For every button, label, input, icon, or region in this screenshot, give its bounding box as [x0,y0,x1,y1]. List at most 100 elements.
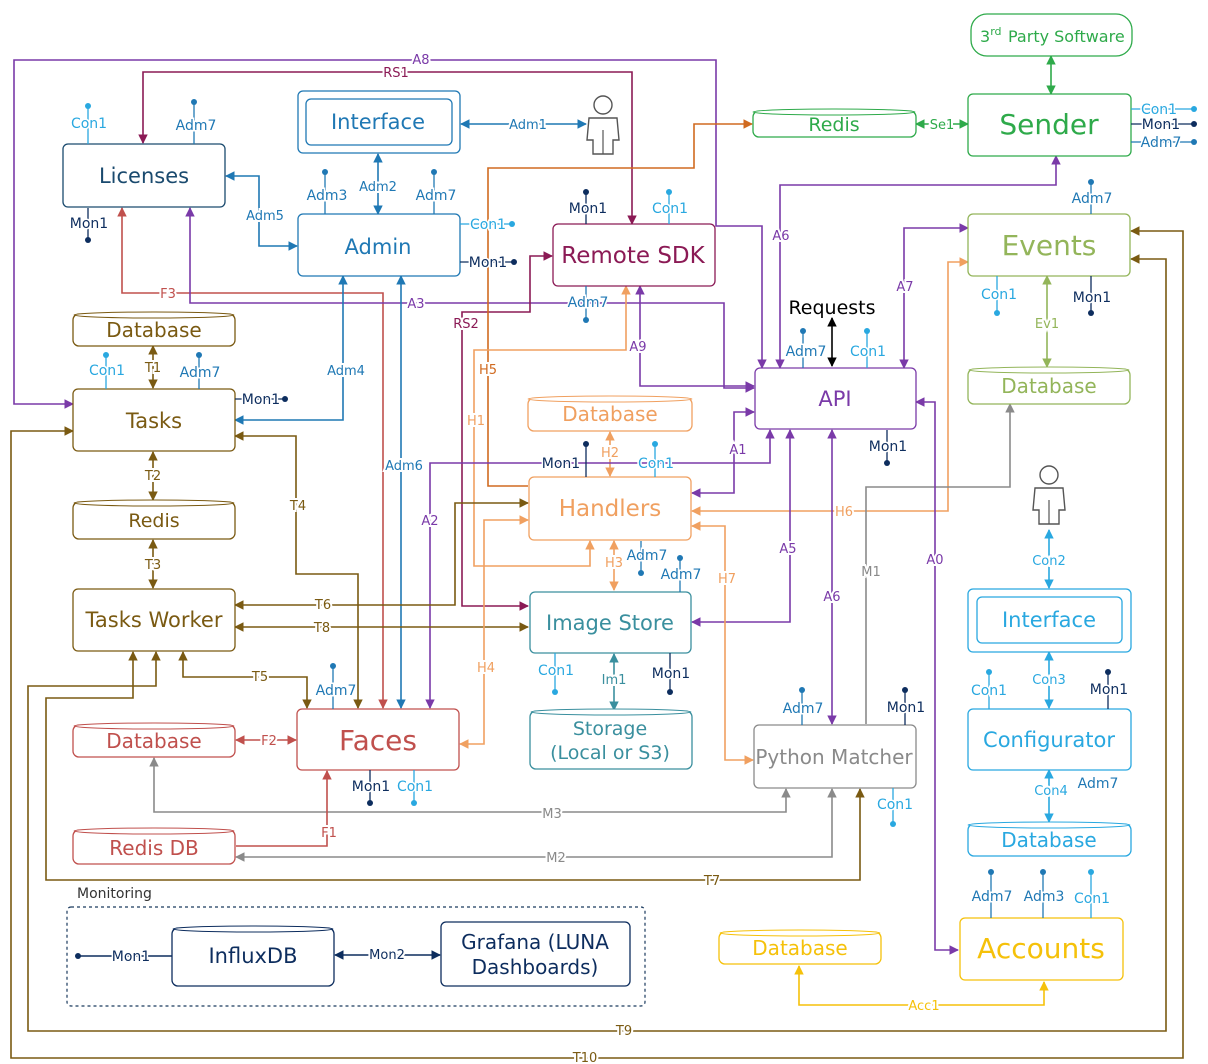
node-database-tasks[interactable]: Database [72,311,236,347]
port-dot-licenses_mon1 [85,237,91,243]
label-a6-top: A6 [772,229,789,244]
label-h6: H6 [835,505,853,520]
label-m1: M1 [861,565,881,580]
node-remote-sdk-box[interactable] [552,223,716,287]
label-ev1: Ev1 [1035,317,1059,332]
port-dot-events_adm7 [1088,179,1094,185]
port-label-acc_con1: Con1 [1074,891,1110,907]
edges [10,55,1184,1059]
port-dot-events_con1 [994,310,1000,316]
port-label-sender_con1: Con1 [1141,102,1177,118]
node-accounts-box[interactable] [959,917,1124,981]
port-label-imgstore_con1: Con1 [538,663,574,679]
node-tasks-box[interactable] [72,388,236,452]
node-tasks-worker-label: Tasks Worker [85,608,223,632]
port-dot-cfg_con1 [986,669,992,675]
node-configurator-label: Configurator [983,728,1115,752]
node-influxdb[interactable]: InfluxDB [171,925,335,987]
node-redis-sender[interactable]: Redis [752,108,917,138]
label-adm4: Adm4 [327,364,365,379]
port-dot-pm_mon1 [902,687,908,693]
label-f2: F2 [261,734,277,749]
node-interface-config-box[interactable] [967,588,1132,653]
port-dot-handlers_mon1 [583,441,589,447]
edge-h4 [459,515,529,749]
port-label-handlers_mon1: Mon1 [542,456,580,472]
port-dot-faces_adm7 [330,663,336,669]
node-python-matcher-box[interactable] [753,724,917,789]
port-label-events_mon1: Mon1 [1073,290,1111,306]
port-dot-handlers_adm7 [638,570,644,576]
node-database-accounts[interactable]: Database [718,929,882,965]
port-label-acc_adm3: Adm3 [1024,889,1065,905]
label-t1: T1 [144,361,161,376]
edge-labels: A8 RS1 Adm1 Se1 Adm2 Adm5 F3 A3 RS2 H5 A… [142,51,1070,1064]
node-configurator-box[interactable] [967,708,1132,771]
port-label-licenses_mon1: Mon1 [70,216,108,232]
node-redis-tasks-label: Redis [128,510,179,532]
label-rs2: RS2 [453,317,479,332]
port-label-rsdk_adm7: Adm7 [568,295,609,311]
node-storage[interactable]: Storage (Local or S3) [529,708,693,770]
label-a6-low: A6 [823,590,840,605]
node-3rd-party-box[interactable] [970,13,1133,57]
port-label-faces_con1: Con1 [397,779,433,795]
port-dot-acc_adm7 [988,869,994,875]
node-database-events[interactable]: Database [967,366,1131,405]
port-label-admin_adm3: Adm3 [307,188,348,204]
port-dot-pm_adm7 [799,687,805,693]
port-label-admin_con1: Con1 [470,217,506,233]
label-t6: T6 [314,598,331,613]
edge-t10 [10,226,1184,1059]
node-admin-label: Admin [345,235,412,259]
port-label-imgstore_mon1: Mon1 [652,666,690,682]
node-redis-db[interactable]: Redis DB [72,827,236,865]
label-f1: F1 [321,826,337,841]
label-h5: H5 [479,363,497,378]
label-acc1: Acc1 [908,999,939,1014]
port-label-api_adm7: Adm7 [786,344,827,360]
node-database-faces[interactable]: Database [72,722,236,758]
edge-a0 [915,397,959,955]
node-grafana-line2: Dashboards) [472,955,599,979]
node-redis-tasks[interactable]: Redis [72,499,236,540]
port-label-handlers_con1: Con1 [638,456,674,472]
edge-m2 [235,788,837,862]
label-t8: T8 [313,621,330,636]
port-dot-api_con1 [864,328,870,334]
port-label-tasks_adm7: Adm7 [180,365,221,381]
monitoring-group-label: Monitoring [77,886,152,902]
edge-a8 [13,59,767,409]
node-handlers-box[interactable] [528,476,692,541]
label-con2: Con2 [1032,554,1066,569]
node-tasks-worker-box[interactable] [72,588,236,652]
monitoring-group-frame [66,906,646,1007]
node-admin-box[interactable] [297,213,461,277]
label-t4: T4 [289,499,306,514]
port-label-api_mon1: Mon1 [869,439,907,455]
node-image-store-box[interactable] [529,591,692,654]
node-api-box[interactable] [754,367,917,430]
node-sender-box[interactable] [967,93,1132,157]
port-label-cfg_mon1: Mon1 [1090,682,1128,698]
port-dot-rsdk_mon1 [583,189,589,195]
label-a2: A2 [421,514,438,529]
label-a7: A7 [896,280,913,295]
port-dot-rsdk_adm7 [583,317,589,323]
node-database-accounts-label: Database [752,936,847,960]
port-label-sender_mon1: Mon1 [1142,117,1180,133]
node-interface-admin-box[interactable] [297,90,461,154]
edge-t5 [178,651,312,709]
label-a9: A9 [629,340,646,355]
label-h2: H2 [601,446,619,461]
node-database-handlers[interactable]: Database [527,395,693,432]
node-grafana-box[interactable] [440,921,631,987]
node-licenses-box[interactable] [62,143,226,208]
label-adm2: Adm2 [359,180,397,195]
node-events-box[interactable] [967,213,1131,277]
node-faces-box[interactable] [296,708,460,771]
port-dot-events_mon1 [1088,310,1094,316]
node-database-config[interactable]: Database [967,821,1132,857]
node-interface-config-label: Interface [1002,608,1096,632]
edge-h7 [691,521,754,765]
